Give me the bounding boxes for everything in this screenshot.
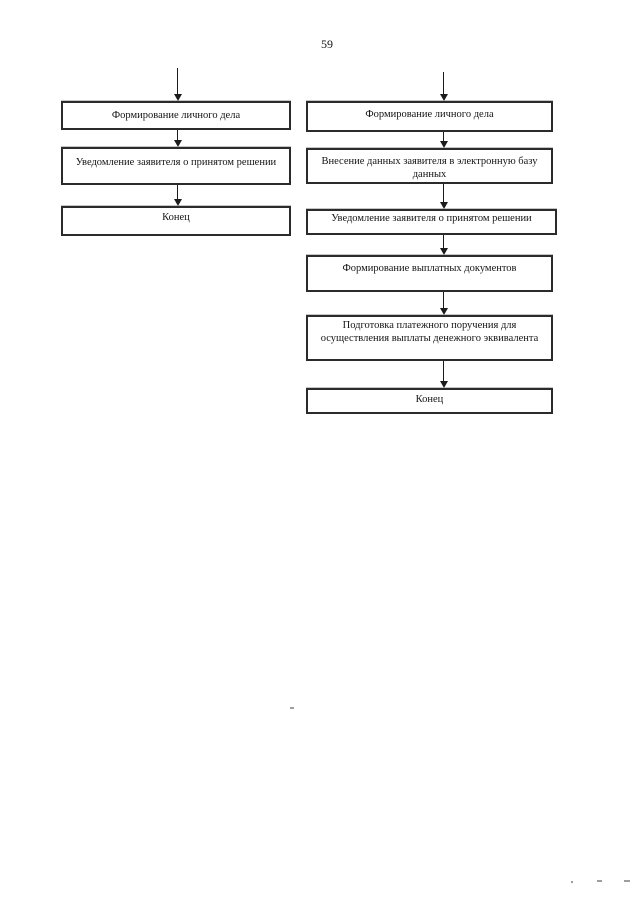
flow-node-label: Внесение данных заявителя в электронную …	[321, 156, 538, 180]
flow-arrow-down	[439, 184, 448, 209]
scan-speck	[597, 880, 602, 882]
flow-node-label: Формирование выплатных документов	[342, 262, 517, 274]
flow-arrow-down	[439, 361, 448, 388]
scan-speck	[624, 880, 630, 882]
flow-arrow-down	[173, 68, 182, 101]
left-node-notify-applicant: Уведомление заявителя о принятом решении	[61, 147, 291, 185]
flow-arrow-down	[439, 72, 448, 101]
flow-node-label: Формирование личного дела	[111, 110, 241, 121]
right-node-payment-documents: Формирование выплатных документов	[306, 255, 553, 292]
flow-node-label: Уведомление заявителя о принятом решении	[75, 156, 277, 168]
flow-arrow-down	[439, 292, 448, 315]
scan-speck	[571, 881, 573, 883]
flow-node-label: Конец	[162, 212, 190, 223]
left-node-personal-file: Формирование личного дела	[61, 101, 291, 130]
flow-node-label: Конец	[415, 393, 444, 405]
right-node-payment-order: Подготовка платежного поручения для осущ…	[306, 315, 553, 361]
right-node-end: Конец	[306, 388, 553, 414]
scan-speck	[290, 707, 294, 709]
right-node-notify-applicant: Уведомление заявителя о принятом решении	[306, 209, 557, 235]
page-number: 59	[321, 37, 333, 51]
flow-arrow-down	[173, 130, 182, 147]
flow-arrow-down	[439, 132, 448, 148]
flow-node-label: Подготовка платежного поручения для осущ…	[320, 320, 539, 344]
flow-arrow-down	[439, 235, 448, 255]
flow-arrow-down	[173, 185, 182, 206]
flow-node-label: Уведомление заявителя о принятом решении	[331, 213, 532, 224]
flow-node-label: Формирование личного дела	[365, 109, 494, 120]
left-node-end: Конец	[61, 206, 291, 236]
right-node-enter-data: Внесение данных заявителя в электронную …	[306, 148, 553, 184]
right-node-personal-file: Формирование личного дела	[306, 101, 553, 132]
